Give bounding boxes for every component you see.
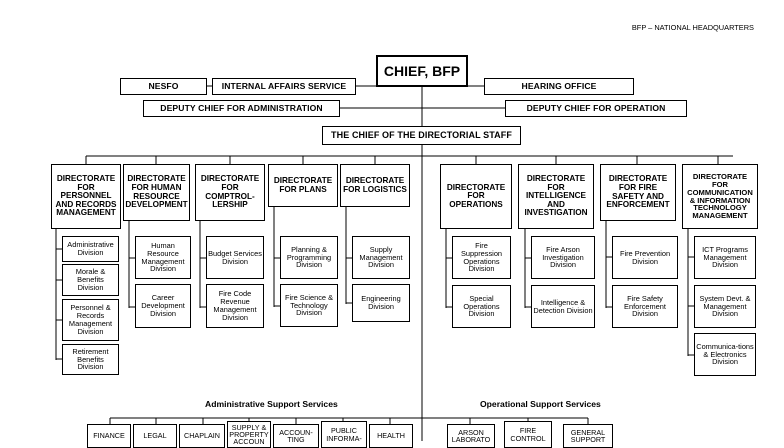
division-box: Fire Prevention Division <box>612 236 678 279</box>
org-label: BFP – NATIONAL HEADQUARTERS <box>631 23 754 32</box>
division-box: Intelligence & Detection Division <box>531 285 595 328</box>
directorate-logistics: DIRECTORATE FOR LOGISTICS <box>340 164 410 207</box>
support-unit-legal: LEGAL <box>133 424 177 448</box>
support-unit-finance: FINANCE <box>87 424 131 448</box>
nesfo-box: NESFO <box>120 78 207 95</box>
admin-support-title: Administrative Support Services <box>205 399 338 409</box>
directorate-human-resource: DIRECTORATE FOR HUMAN RESOURCE DEVELOPME… <box>123 164 190 221</box>
support-unit-accounting: ACCOUN-TING <box>273 424 319 448</box>
division-box: System Devt. & Management Division <box>694 285 756 328</box>
division-box: Fire Safety Enforcement Division <box>612 285 678 328</box>
directorate-operations: DIRECTORATE FOR OPERATIONS <box>440 164 512 229</box>
division-box: Administrative Division <box>62 236 119 262</box>
directorate-fire-safety: DIRECTORATE FOR FIRE SAFETY AND ENFORCEM… <box>600 164 676 221</box>
support-unit-chaplain: CHAPLAIN <box>179 424 225 448</box>
division-box: Communica-tions & Electronics Division <box>694 333 756 376</box>
directorate-communication: DIRECTORATE FOR COMMUNICATION & INFORMAT… <box>682 164 758 229</box>
internal-affairs-box: INTERNAL AFFAIRS SERVICE <box>212 78 356 95</box>
division-box: Personnel & Records Management Division <box>62 299 119 341</box>
division-box: Engineering Division <box>352 284 410 322</box>
division-box: Morale & Benefits Division <box>62 264 119 296</box>
op-support-title: Operational Support Services <box>480 399 601 409</box>
division-box: Fire Arson Investigation Division <box>531 236 595 279</box>
chief-box: CHIEF, BFP <box>376 55 468 87</box>
division-box: Retirement Benefits Division <box>62 344 119 375</box>
hearing-office-box: HEARING OFFICE <box>484 78 634 95</box>
support-unit-general-support: GENERAL SUPPORT <box>563 424 613 448</box>
division-box: Fire Science & Technology Division <box>280 284 338 327</box>
directorate-personnel: DIRECTORATE FOR PERSONNEL AND RECORDS MA… <box>51 164 121 229</box>
support-unit-health: HEALTH <box>369 424 413 448</box>
directorial-staff-box: THE CHIEF OF THE DIRECTORIAL STAFF <box>322 126 521 145</box>
division-box: Supply Management Division <box>352 236 410 279</box>
division-box: Planning & Programming Division <box>280 236 338 279</box>
deputy-admin-box: DEPUTY CHIEF FOR ADMINISTRATION <box>143 100 340 117</box>
directorate-intelligence: DIRECTORATE FOR INTELLIGENCE AND INVESTI… <box>518 164 594 229</box>
support-unit-fire-control: FIRE CONTROL <box>504 421 552 448</box>
division-box: Career Development Division <box>135 284 191 328</box>
deputy-operation-box: DEPUTY CHIEF FOR OPERATION <box>505 100 687 117</box>
division-box: Fire Suppression Operations Division <box>452 236 511 279</box>
support-unit-supply: SUPPLY & PROPERTY ACCOUN <box>227 421 271 448</box>
support-unit-arson-lab: ARSON LABORATO <box>447 424 495 448</box>
directorate-comptrollership: DIRECTORATE FOR COMPTROL-LERSHIP <box>195 164 265 221</box>
support-unit-public-info: PUBLIC INFORMA- <box>321 421 367 448</box>
division-box: Human Resource Management Division <box>135 236 191 279</box>
division-box: ICT Programs Management Division <box>694 236 756 279</box>
division-box: Fire Code Revenue Management Division <box>206 284 264 328</box>
division-box: Special Operations Division <box>452 285 511 328</box>
directorate-plans: DIRECTORATE FOR PLANS <box>268 164 338 207</box>
division-box: Budget Services Division <box>206 236 264 279</box>
